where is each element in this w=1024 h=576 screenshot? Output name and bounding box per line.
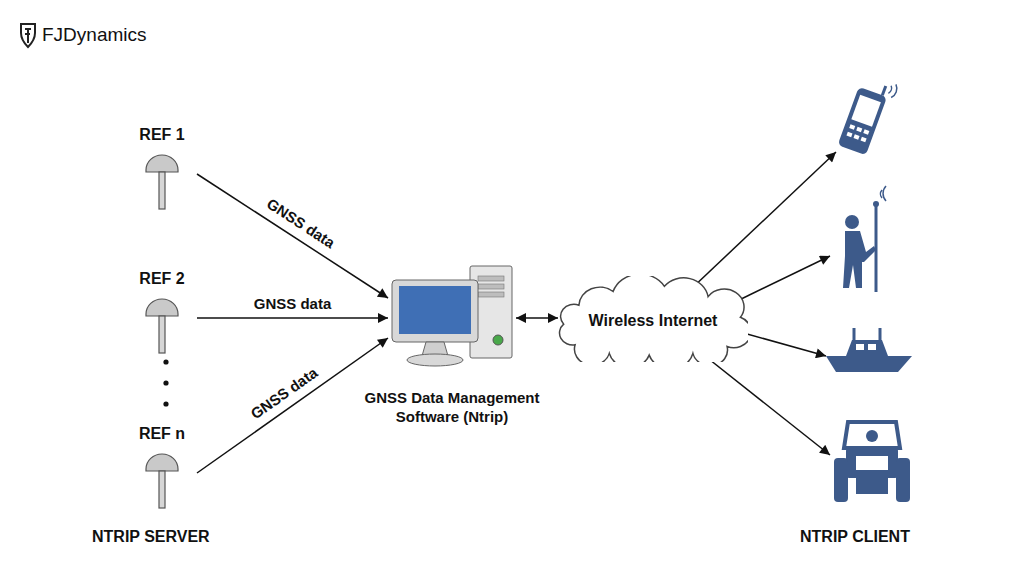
tractor-wheel	[896, 458, 910, 502]
section-label: NTRIP CLIENT	[800, 528, 910, 546]
ellipsis-dots	[163, 359, 168, 406]
server-computer: GNSS Data Management Software (Ntrip)	[388, 262, 516, 374]
drive-bay	[478, 276, 504, 281]
node-label: REF n	[127, 425, 197, 443]
reference-station: REF n	[127, 425, 197, 509]
boat-icon	[826, 328, 912, 372]
logo-text: FJDynamics	[42, 24, 147, 46]
antenna-icon	[127, 449, 197, 509]
drive-bay	[478, 292, 504, 297]
data-arrow	[516, 317, 558, 319]
phone-key	[863, 129, 869, 134]
phone-screen	[851, 95, 881, 127]
antenna-dome	[146, 155, 178, 172]
power-light	[493, 335, 503, 345]
survey-pole	[875, 206, 878, 292]
phone-key	[853, 134, 859, 139]
tractor-icon	[834, 422, 910, 502]
phone-body	[838, 87, 887, 156]
signal-arcs	[887, 83, 898, 99]
phone-key	[861, 137, 867, 142]
tractor-wheel	[834, 458, 848, 502]
tractor-cab	[844, 422, 900, 448]
node-label: Wireless Internet	[558, 312, 748, 330]
client-arrow	[735, 256, 830, 302]
boat-mast	[853, 328, 856, 340]
antenna-dome	[146, 454, 178, 471]
edge-label: GNSS data	[252, 295, 334, 312]
antenna-pole	[159, 316, 165, 353]
dot	[163, 401, 168, 406]
monitor-screen	[399, 286, 471, 334]
logo-shield	[21, 24, 35, 47]
antenna-pole	[159, 471, 165, 508]
boat-hull	[826, 356, 912, 372]
edge-label: GNSS data	[262, 194, 340, 253]
tractor-driver	[866, 430, 878, 442]
node-label: REF 1	[127, 126, 197, 144]
boat-window	[868, 344, 876, 350]
boat-window	[856, 344, 864, 350]
signal-arcs	[880, 186, 886, 201]
surveyor-icon	[843, 186, 886, 292]
dot	[163, 359, 168, 364]
tractor-axle	[856, 478, 888, 494]
client-arrow	[690, 152, 836, 290]
internet-cloud: Wireless Internet	[558, 276, 748, 362]
data-arrow	[197, 338, 388, 473]
data-arrow	[197, 317, 388, 319]
data-arrow	[197, 174, 388, 298]
antenna-icon	[127, 150, 197, 210]
tractor-grille	[856, 456, 888, 470]
logo-shield-mark	[25, 29, 31, 43]
phone-icon	[838, 73, 899, 158]
phone-antenna	[882, 86, 885, 95]
antenna-pole	[159, 172, 165, 209]
phone-key	[849, 124, 855, 129]
caption-text: GNSS Data Management Software (Ntrip)	[347, 388, 557, 426]
section-label: NTRIP SERVER	[92, 528, 210, 546]
phone-key	[856, 127, 862, 132]
reference-station: REF 1	[127, 126, 197, 210]
computer-icon	[388, 262, 516, 374]
pole-antenna	[873, 201, 879, 207]
client-arrow	[740, 332, 826, 356]
boat-cabin	[846, 340, 888, 356]
tractor-body	[846, 448, 898, 478]
dot	[163, 380, 168, 385]
edge-label: GNSS data	[246, 363, 322, 424]
surveyor-head	[845, 215, 859, 229]
reference-station: REF 2	[127, 270, 197, 354]
antenna-dome	[146, 299, 178, 316]
logo-shield-outline	[21, 24, 35, 47]
monitor-base	[407, 354, 463, 366]
boat-mast	[879, 328, 882, 340]
monitor-frame	[392, 280, 478, 342]
phone-key	[846, 132, 852, 137]
surveyor-body	[843, 231, 876, 288]
antenna-icon	[127, 294, 197, 354]
client-arrow	[700, 352, 830, 455]
drive-bay	[478, 284, 504, 289]
node-label: REF 2	[127, 270, 197, 288]
